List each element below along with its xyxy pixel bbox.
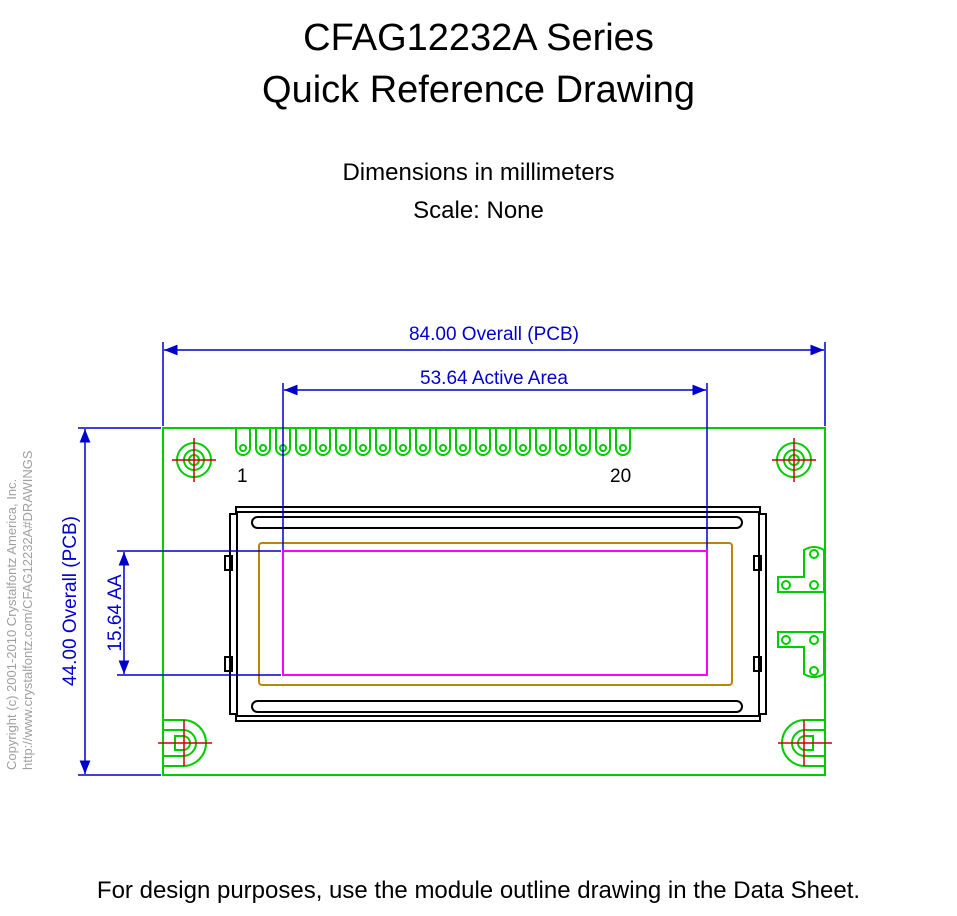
pin-15 bbox=[515, 429, 531, 456]
subtitle-units: Dimensions in millimeters bbox=[342, 159, 615, 186]
pin-4 bbox=[295, 429, 311, 456]
pin-9 bbox=[395, 429, 411, 456]
pin-7 bbox=[355, 429, 371, 456]
slot-hole-bottom-right bbox=[778, 719, 832, 767]
viewing-area bbox=[258, 542, 733, 686]
pin-20 bbox=[615, 429, 631, 456]
dimension-overall-height-label: 44.00 Overall (PCB) bbox=[60, 516, 81, 686]
side-pad-upper bbox=[777, 546, 825, 593]
dimension-overall-width bbox=[162, 342, 826, 426]
pin-11 bbox=[435, 429, 451, 456]
pin-12 bbox=[455, 429, 471, 456]
pin-label-last: 20 bbox=[610, 466, 631, 487]
pin-6 bbox=[335, 429, 351, 456]
pin-8 bbox=[375, 429, 391, 456]
pin-10 bbox=[415, 429, 431, 456]
title-line-1: CFAG12232A Series bbox=[303, 17, 654, 59]
side-pad-lower bbox=[777, 631, 825, 678]
pin-19 bbox=[595, 429, 611, 456]
dimension-overall-width-label: 84.00 Overall (PCB) bbox=[409, 324, 579, 345]
footer-note: For design purposes, use the module outl… bbox=[96, 877, 861, 904]
pin-18 bbox=[575, 429, 591, 456]
title-line-2: Quick Reference Drawing bbox=[262, 69, 695, 111]
lcd-bezel bbox=[224, 506, 767, 722]
pin-5 bbox=[315, 429, 331, 456]
pin-16 bbox=[535, 429, 551, 456]
slot-hole-bottom-left bbox=[158, 719, 212, 767]
pin-13 bbox=[475, 429, 491, 456]
pin-header bbox=[235, 429, 631, 456]
dimension-overall-height bbox=[78, 427, 161, 776]
pin-17 bbox=[555, 429, 571, 456]
pcb-outline bbox=[162, 427, 826, 776]
mounting-hole-top-left bbox=[172, 438, 216, 482]
dimension-active-height-label: 15.64 AA bbox=[105, 574, 126, 651]
mounting-hole-top-right bbox=[772, 438, 816, 482]
dimension-active-width-label: 53.64 Active Area bbox=[420, 368, 568, 389]
pin-14 bbox=[495, 429, 511, 456]
dimension-active-width bbox=[282, 383, 708, 550]
pin-2 bbox=[255, 429, 271, 456]
active-area bbox=[282, 550, 708, 676]
pin-1 bbox=[235, 429, 251, 456]
subtitle-scale: Scale: None bbox=[413, 197, 544, 224]
pin-label-first: 1 bbox=[237, 466, 248, 487]
dimension-active-height bbox=[117, 550, 281, 676]
